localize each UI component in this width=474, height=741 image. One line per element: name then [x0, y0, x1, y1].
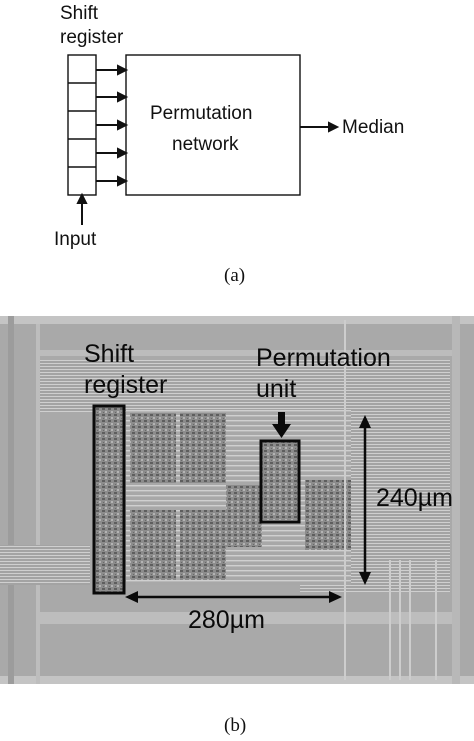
caption-b: (b) — [224, 715, 247, 736]
permutation-unit-annotation-line2: unit — [256, 375, 297, 403]
permutation-unit-annotation-line1: Permutation — [256, 344, 391, 372]
shift-register-block — [67, 54, 97, 196]
shift-register-cells — [95, 407, 125, 593]
caption-a: (a) — [224, 265, 246, 286]
power-rails — [0, 316, 474, 684]
height-dimension-arrow — [359, 415, 371, 585]
width-dimension-label: 280µm — [188, 606, 265, 634]
shift-register-label-line2: register — [60, 27, 124, 48]
permutation-network-label-line2: network — [172, 134, 239, 155]
median-output-label: Median — [342, 117, 405, 138]
shift-register-highlight-box — [92, 404, 126, 595]
input-label: Input — [54, 229, 97, 250]
shift-register-annotation-line1: Shift — [84, 340, 135, 368]
vertical-wires — [344, 320, 437, 680]
bus-stripes-top — [40, 360, 450, 412]
median-output-arrow — [300, 121, 340, 133]
permutation-network-block — [125, 54, 301, 196]
shift-register-label-line1: Shift — [60, 3, 99, 24]
block-diagram-graphics — [67, 54, 340, 225]
io-wires-left — [0, 545, 90, 585]
cell-clusters — [130, 413, 351, 580]
height-dimension-label: 240µm — [376, 484, 453, 512]
input-arrow — [76, 192, 88, 225]
width-dimension-arrow — [125, 591, 342, 603]
permutation-network-label-line1: Permutation — [150, 103, 253, 124]
permutation-unit-highlight-box — [259, 439, 301, 524]
permutation-unit-pointer-arrow — [272, 412, 291, 438]
register-output-arrows — [96, 64, 129, 187]
shift-register-annotation-line2: register — [84, 371, 168, 399]
